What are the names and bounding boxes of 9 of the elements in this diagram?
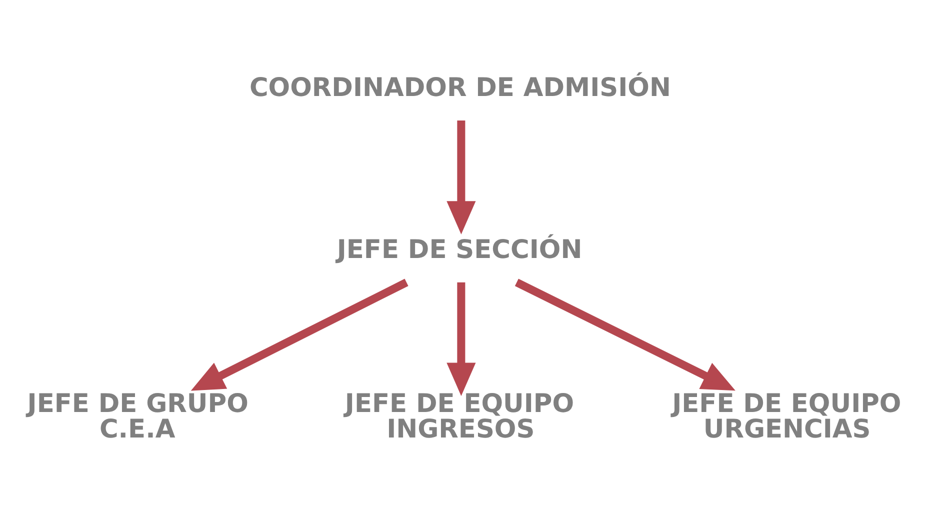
node-text: JEFE DE SECCIÓN [336, 234, 582, 264]
arrow [514, 278, 736, 390]
arrow [446, 120, 476, 234]
arrow [446, 282, 476, 396]
node-text: JEFE DE EQUIPO URGENCIAS [672, 388, 902, 444]
node-text: COORDINADOR DE ADMISIÓN [249, 72, 671, 102]
node-text: JEFE DE GRUPO C.E.A [27, 388, 248, 444]
node-text: JEFE DE EQUIPO INGRESOS [344, 388, 574, 444]
arrow [190, 278, 408, 390]
